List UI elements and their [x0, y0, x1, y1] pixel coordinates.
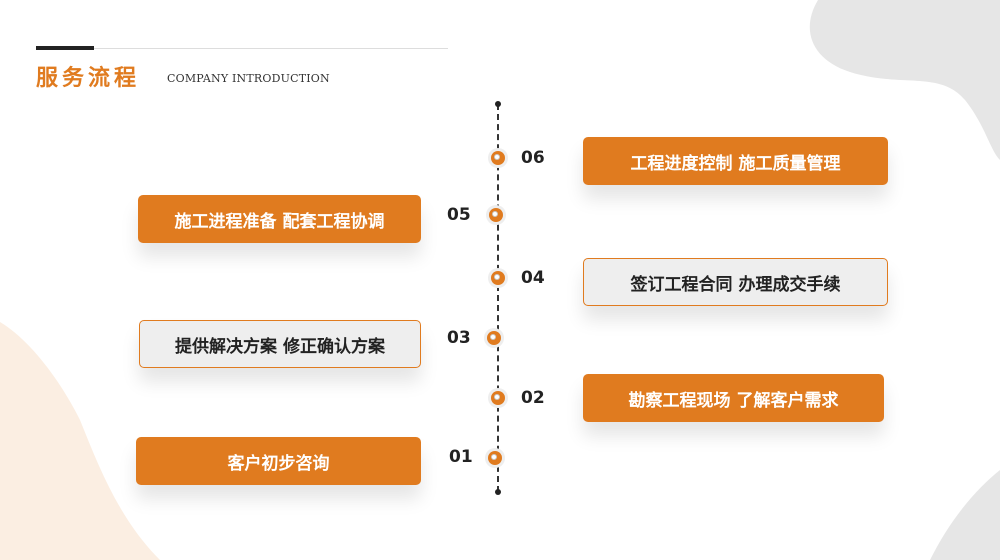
- timeline-top-dot: [495, 101, 501, 107]
- step-04-box: 签订工程合同 办理成交手续: [583, 258, 888, 306]
- timeline-axis: [497, 104, 500, 492]
- step-05-node: [489, 208, 503, 222]
- step-03-number: 03: [447, 328, 471, 348]
- step-06-node: [491, 151, 505, 165]
- step-01-node: [488, 451, 502, 465]
- step-05-box: 施工进程准备 配套工程协调: [138, 195, 421, 243]
- title-divider: [94, 48, 448, 49]
- step-03-node: [487, 331, 501, 345]
- bottom-left-blob: [0, 322, 160, 560]
- step-04-number: 04: [521, 268, 545, 288]
- page-subtitle: COMPANY INTRODUCTION: [167, 72, 330, 85]
- top-right-blob: [809, 0, 1000, 160]
- step-05-number: 05: [447, 205, 471, 225]
- timeline-bottom-dot: [495, 489, 501, 495]
- step-04-node: [491, 271, 505, 285]
- step-02-box: 勘察工程现场 了解客户需求: [583, 374, 884, 422]
- bottom-right-blob: [930, 470, 1000, 560]
- step-01-box: 客户初步咨询: [136, 437, 421, 485]
- step-01-number: 01: [449, 447, 473, 467]
- title-accent-bar: [36, 46, 94, 50]
- step-02-number: 02: [521, 388, 545, 408]
- step-02-node: [491, 391, 505, 405]
- step-06-box: 工程进度控制 施工质量管理: [583, 137, 888, 185]
- page-title: 服务流程: [36, 66, 141, 91]
- step-03-box: 提供解决方案 修正确认方案: [139, 320, 421, 368]
- step-06-number: 06: [521, 148, 545, 168]
